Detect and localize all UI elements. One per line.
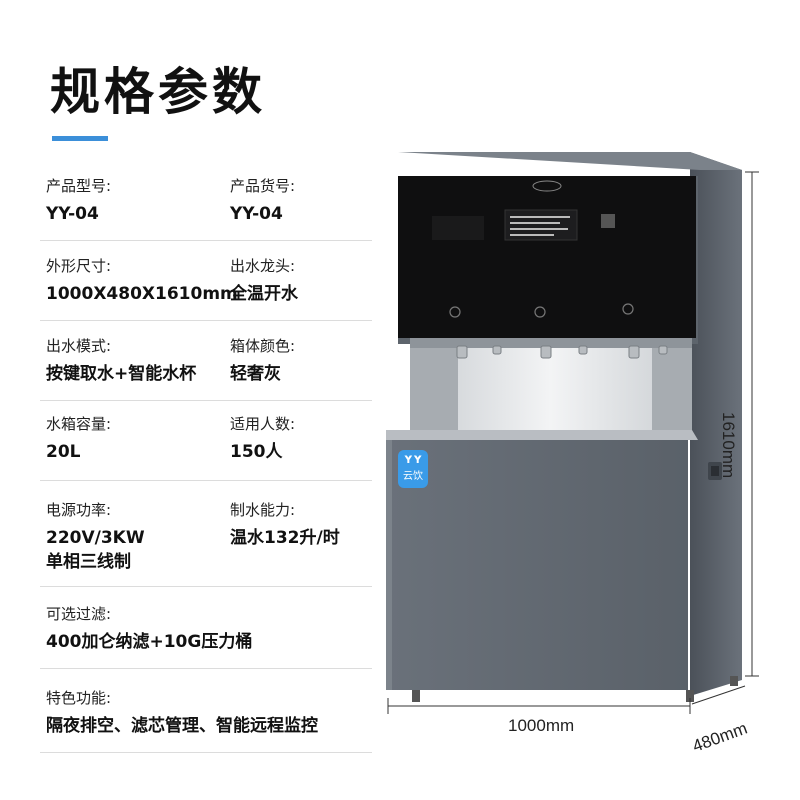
brand-logo (532, 180, 562, 192)
spec-label: 产品货号: (230, 177, 296, 195)
spec-value: YY-04 (46, 204, 99, 224)
divider (40, 668, 372, 669)
spec-value: 150人 (230, 442, 283, 462)
cabinet-top-frame (398, 152, 742, 170)
title-underline (52, 136, 108, 141)
divider (40, 586, 372, 587)
spec-value: 轻奢灰 (230, 364, 281, 384)
width-label: 1000mm (508, 716, 575, 735)
info-label-left (432, 216, 484, 240)
brand-badge: ʏʏ 云饮 (398, 450, 428, 488)
spec-value: 温水132升/时 (230, 528, 340, 548)
yy-logo-icon: ʏʏ (403, 452, 423, 467)
spec-capacity-people: 适用人数: 150人 (230, 414, 295, 464)
spec-value: YY-04 (230, 204, 283, 224)
recess-right-wall (652, 338, 692, 432)
spec-tank: 水箱容量: 20L (46, 414, 111, 464)
spec-color: 箱体颜色: 轻奢灰 (230, 336, 295, 386)
tap-button-icon (449, 306, 461, 318)
page-title: 规格参数 (50, 63, 266, 121)
lower-cabinet-front (386, 440, 688, 690)
spec-value: 400加仑纳滤+10G压力桶 (46, 632, 253, 652)
spec-label: 出水模式: (46, 337, 112, 355)
recess-top (410, 338, 692, 348)
spec-production: 制水能力: 温水132升/时 (230, 500, 340, 550)
divider (40, 240, 372, 241)
spec-label: 外形尺寸: (46, 257, 112, 275)
lower-cabinet-edge (386, 440, 392, 690)
spec-value: 20L (46, 442, 81, 462)
depth-dimension-line (691, 685, 746, 705)
height-label: 1610mm (719, 412, 738, 479)
spec-label: 出水龙头: (230, 257, 296, 275)
foot (730, 676, 738, 686)
spec-power: 电源功率: 220V/3KW 单相三线制 (46, 500, 145, 574)
divider (40, 320, 372, 321)
spec-value: 全温开水 (230, 284, 298, 304)
spec-label: 可选过滤: (46, 605, 112, 623)
spec-mode: 出水模式: 按键取水+智能水杯 (46, 336, 196, 386)
foot (686, 690, 694, 702)
spec-value: 隔夜排空、滤芯管理、智能远程监控 (46, 716, 318, 736)
spec-dimensions: 外形尺寸: 1000X480X1610mm (46, 256, 238, 306)
divider (40, 400, 372, 401)
foot (412, 690, 420, 702)
cabinet-side (690, 152, 742, 696)
spec-label: 制水能力: (230, 501, 296, 519)
control-panel (398, 176, 696, 338)
spec-value: 1000X480X1610mm (46, 284, 238, 304)
spec-faucet: 出水龙头: 全温开水 (230, 256, 298, 306)
spec-item-number: 产品货号: YY-04 (230, 176, 295, 226)
spec-value-2: 单相三线制 (46, 552, 131, 572)
display-lines (510, 216, 570, 236)
spec-label: 适用人数: (230, 415, 296, 433)
spec-value: 按键取水+智能水杯 (46, 364, 197, 384)
spec-label: 电源功率: (46, 501, 112, 519)
divider (40, 480, 372, 481)
spec-label: 水箱容量: (46, 415, 112, 433)
spec-model: 产品型号: YY-04 (46, 176, 111, 226)
tap-button-icon (534, 306, 546, 318)
drip-tray (386, 430, 698, 440)
qr-code (601, 214, 615, 228)
spec-label: 产品型号: (46, 177, 112, 195)
badge-text: 云饮 (403, 471, 423, 482)
spec-label: 特色功能: (46, 689, 112, 707)
faucet-icon (456, 345, 668, 359)
spec-value: 220V/3KW (46, 528, 145, 548)
divider (40, 752, 372, 753)
spec-label: 箱体颜色: (230, 337, 296, 355)
spec-filter: 可选过滤: 400加仑纳滤+10G压力桶 (46, 604, 252, 654)
tap-button-icon (622, 303, 634, 315)
spec-features: 特色功能: 隔夜排空、滤芯管理、智能远程监控 (46, 688, 318, 738)
recess-left-wall (410, 338, 458, 432)
